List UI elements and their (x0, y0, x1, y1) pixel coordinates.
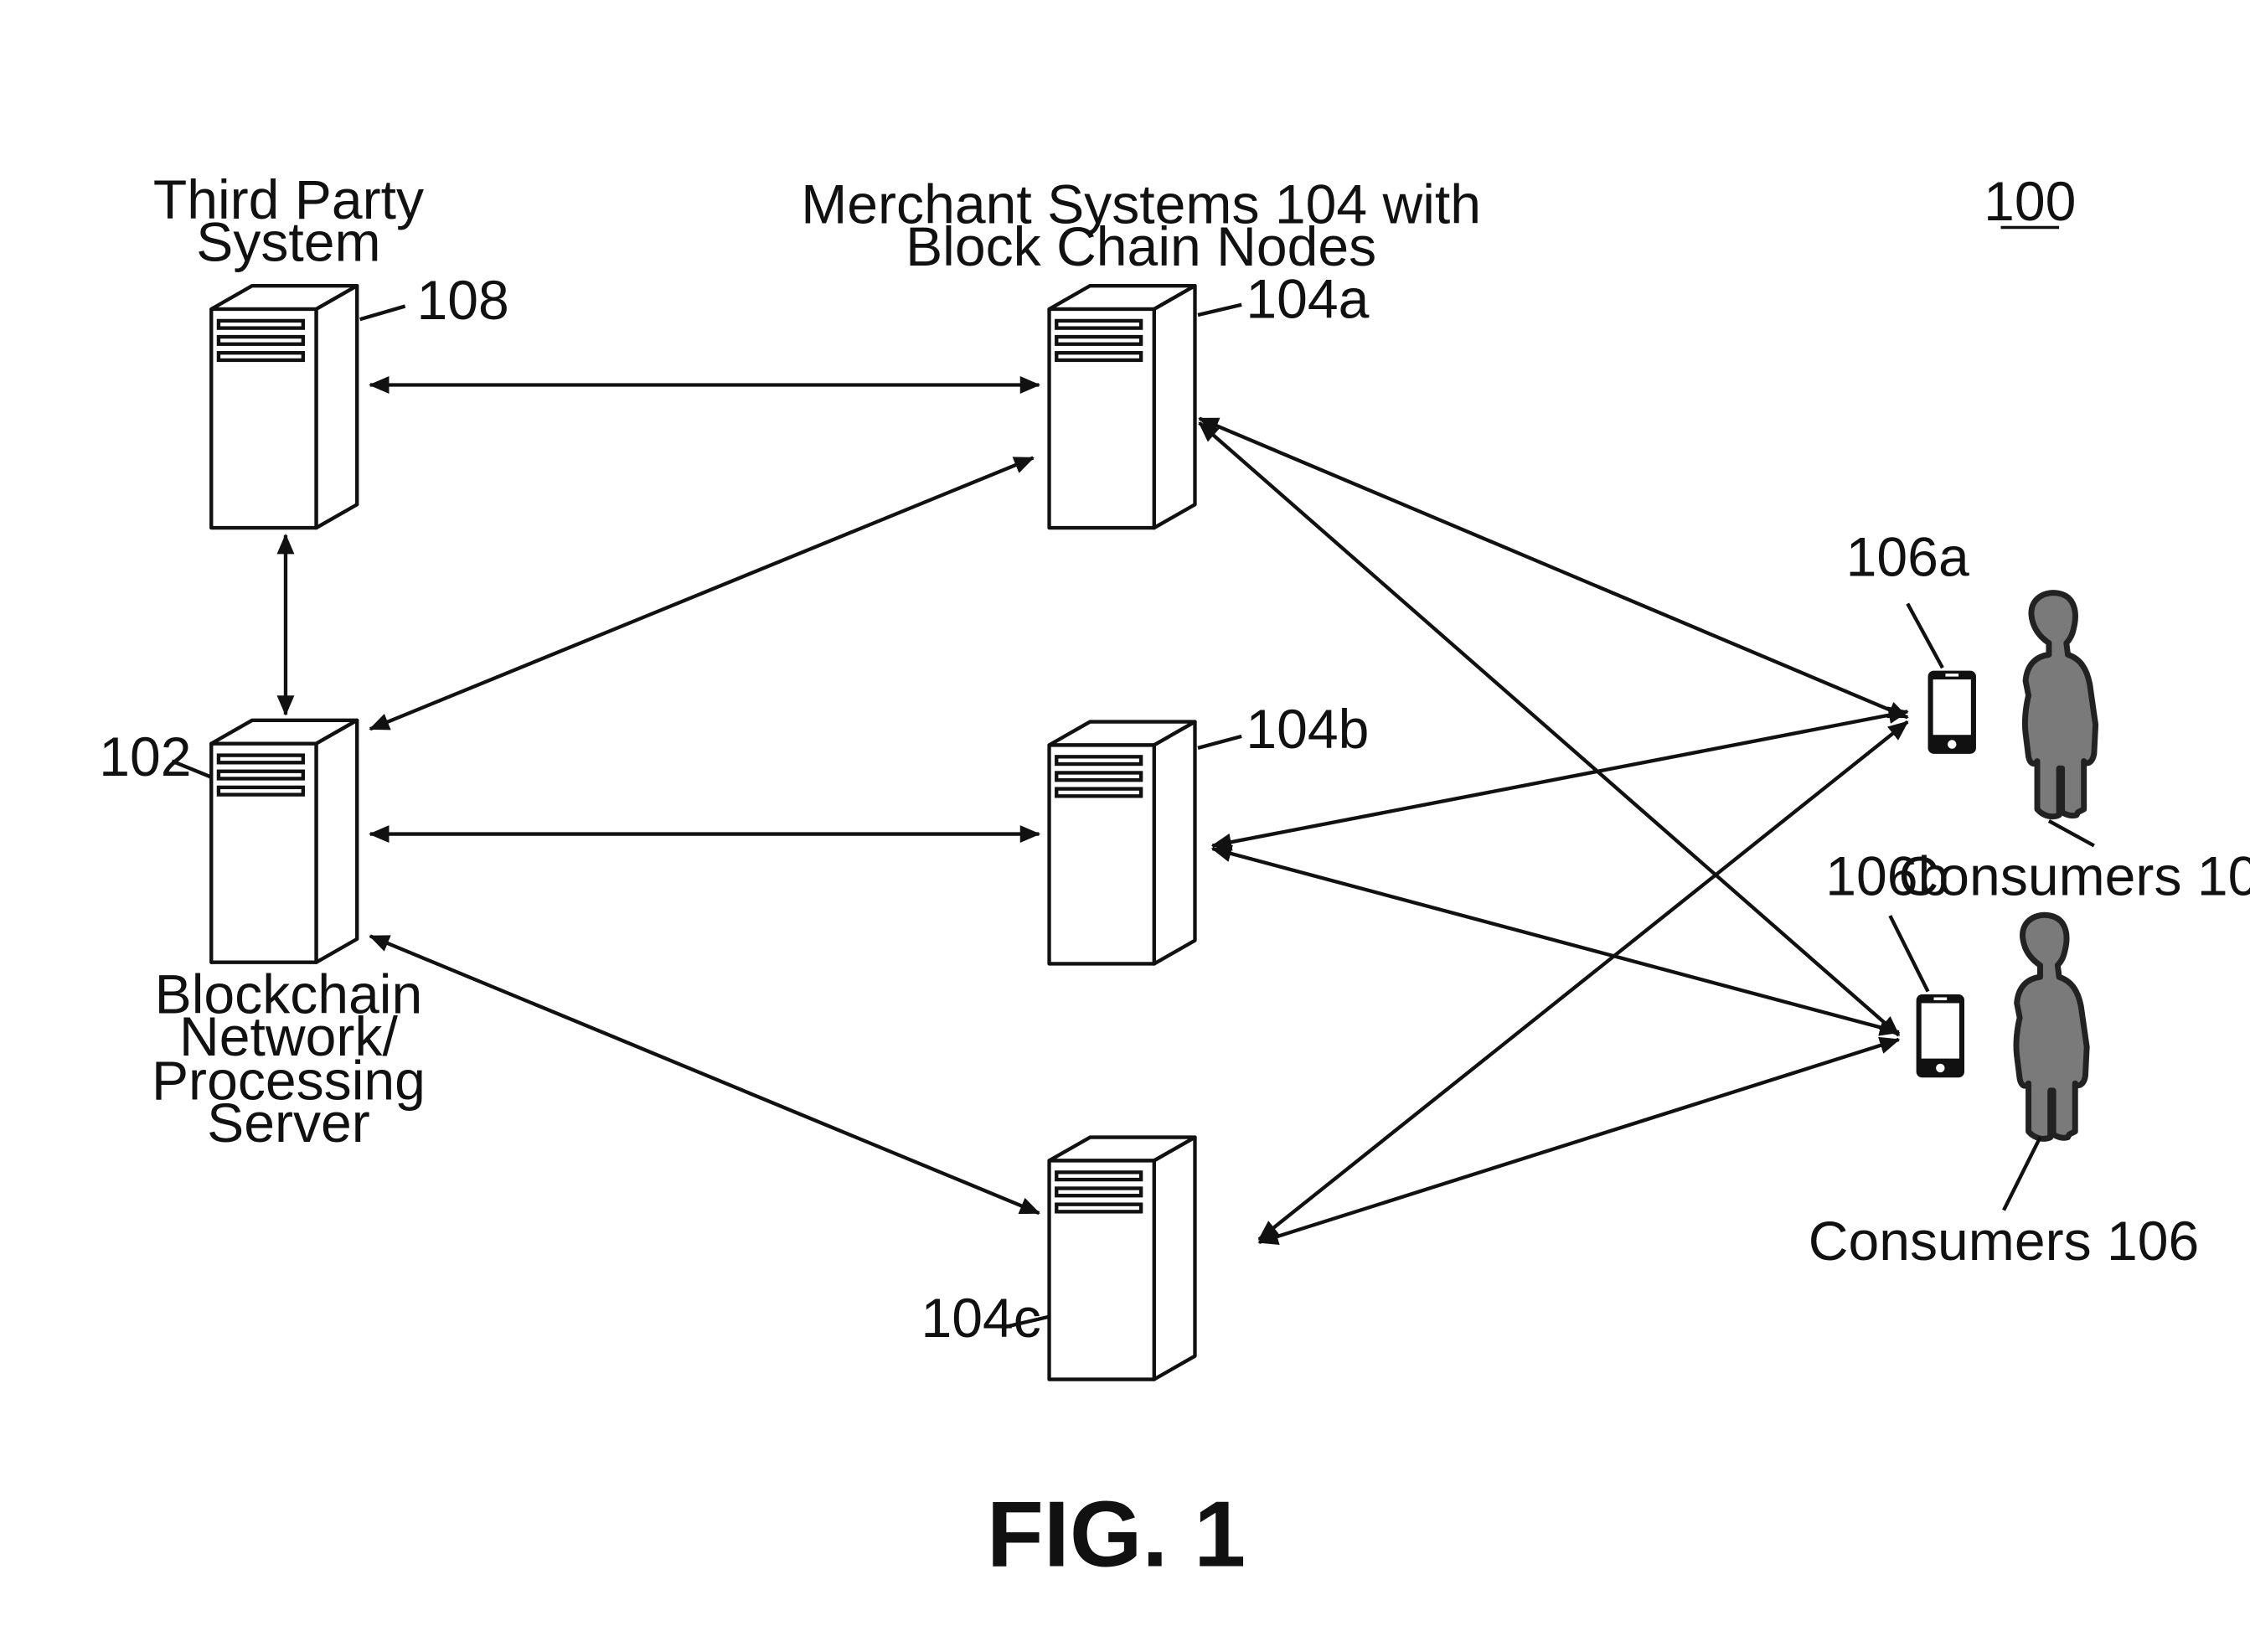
figure-reference-number: 100 (1984, 171, 2076, 233)
merchant-b-ref-leader (1197, 734, 1242, 750)
merchant-a-ref-leader (1197, 302, 1242, 317)
link-merchant-c-device-b (1257, 1036, 1901, 1246)
third-party-title-line-2: System (196, 212, 380, 274)
merchant-system-a: 104a (1050, 268, 1370, 528)
merchant-system-b: 104b (1050, 699, 1369, 964)
figure-reference: 100 (1984, 171, 2076, 233)
merchant-b-ref: 104b (1246, 699, 1369, 761)
person-icon (2025, 593, 2095, 817)
merchant-c-ref: 104c (921, 1288, 1040, 1350)
third-party-server-icon (211, 286, 357, 528)
merchant-a-ref: 104a (1246, 268, 1369, 330)
device-b-ref-leader (1888, 915, 1930, 993)
link-merchant-c-device-a (1257, 720, 1909, 1242)
merchant-group-title-line-2: Block Chain Nodes (906, 216, 1376, 278)
consumers-a-leader (2047, 819, 2095, 848)
person-icon (2016, 915, 2087, 1138)
merchant-a-server-icon (1050, 286, 1195, 528)
blockchain-server-icon (211, 720, 357, 963)
blockchain-title-line-4: Server (207, 1092, 370, 1154)
consumers-group-a: Consumers 106 (1899, 593, 2250, 908)
device-b-ref: 106b (1825, 846, 1948, 908)
consumers-b-label: Consumers 106 (1809, 1211, 2200, 1273)
merchant-c-server-icon (1050, 1138, 1195, 1380)
third-party-ref-leader (359, 304, 406, 322)
consumers-a-label: Consumers 106 (1899, 846, 2250, 908)
blockchain-ref-leader (171, 759, 213, 779)
merchant-systems-group: Merchant Systems 104 with Block Chain No… (801, 173, 1481, 277)
figure-caption: FIG. 1 (987, 1481, 1246, 1586)
third-party-system: Third Party System 108 (153, 169, 509, 528)
consumers-b-leader (2002, 1136, 2042, 1211)
link-blockchain-merchant-a (369, 456, 1035, 731)
blockchain-server: 102 Blockchain Network/ Processing Serve… (99, 720, 426, 1154)
blockchain-title-line-2: Network/ (179, 1006, 398, 1068)
link-blockchain-merchant-c (369, 934, 1040, 1216)
mobile-phone-icon (1916, 994, 1965, 1078)
merchant-system-c: 104c (921, 1138, 1195, 1380)
link-merchant-a-device-a (1198, 416, 1909, 720)
device-a-ref-leader (1906, 602, 1944, 669)
merchant-group-title-line-1: Merchant Systems 104 with (801, 173, 1481, 235)
blockchain-title-line-1: Blockchain (155, 964, 423, 1026)
third-party-ref: 108 (417, 270, 509, 332)
third-party-title-line-1: Third Party (153, 169, 424, 231)
merchant-b-server-icon (1050, 722, 1195, 964)
mobile-phone-icon (1927, 670, 1976, 754)
consumer-device-b: 106b (1825, 846, 1965, 1078)
device-a-ref: 106a (1846, 526, 1969, 588)
blockchain-title-line-3: Processing (152, 1050, 426, 1112)
blockchain-ref: 102 (99, 726, 191, 788)
merchant-c-ref-leader (1004, 1314, 1050, 1329)
consumer-device-a: 106a (1846, 526, 1976, 754)
connections (276, 376, 1909, 1246)
consumers-group-b: Consumers 106 (1809, 915, 2200, 1273)
